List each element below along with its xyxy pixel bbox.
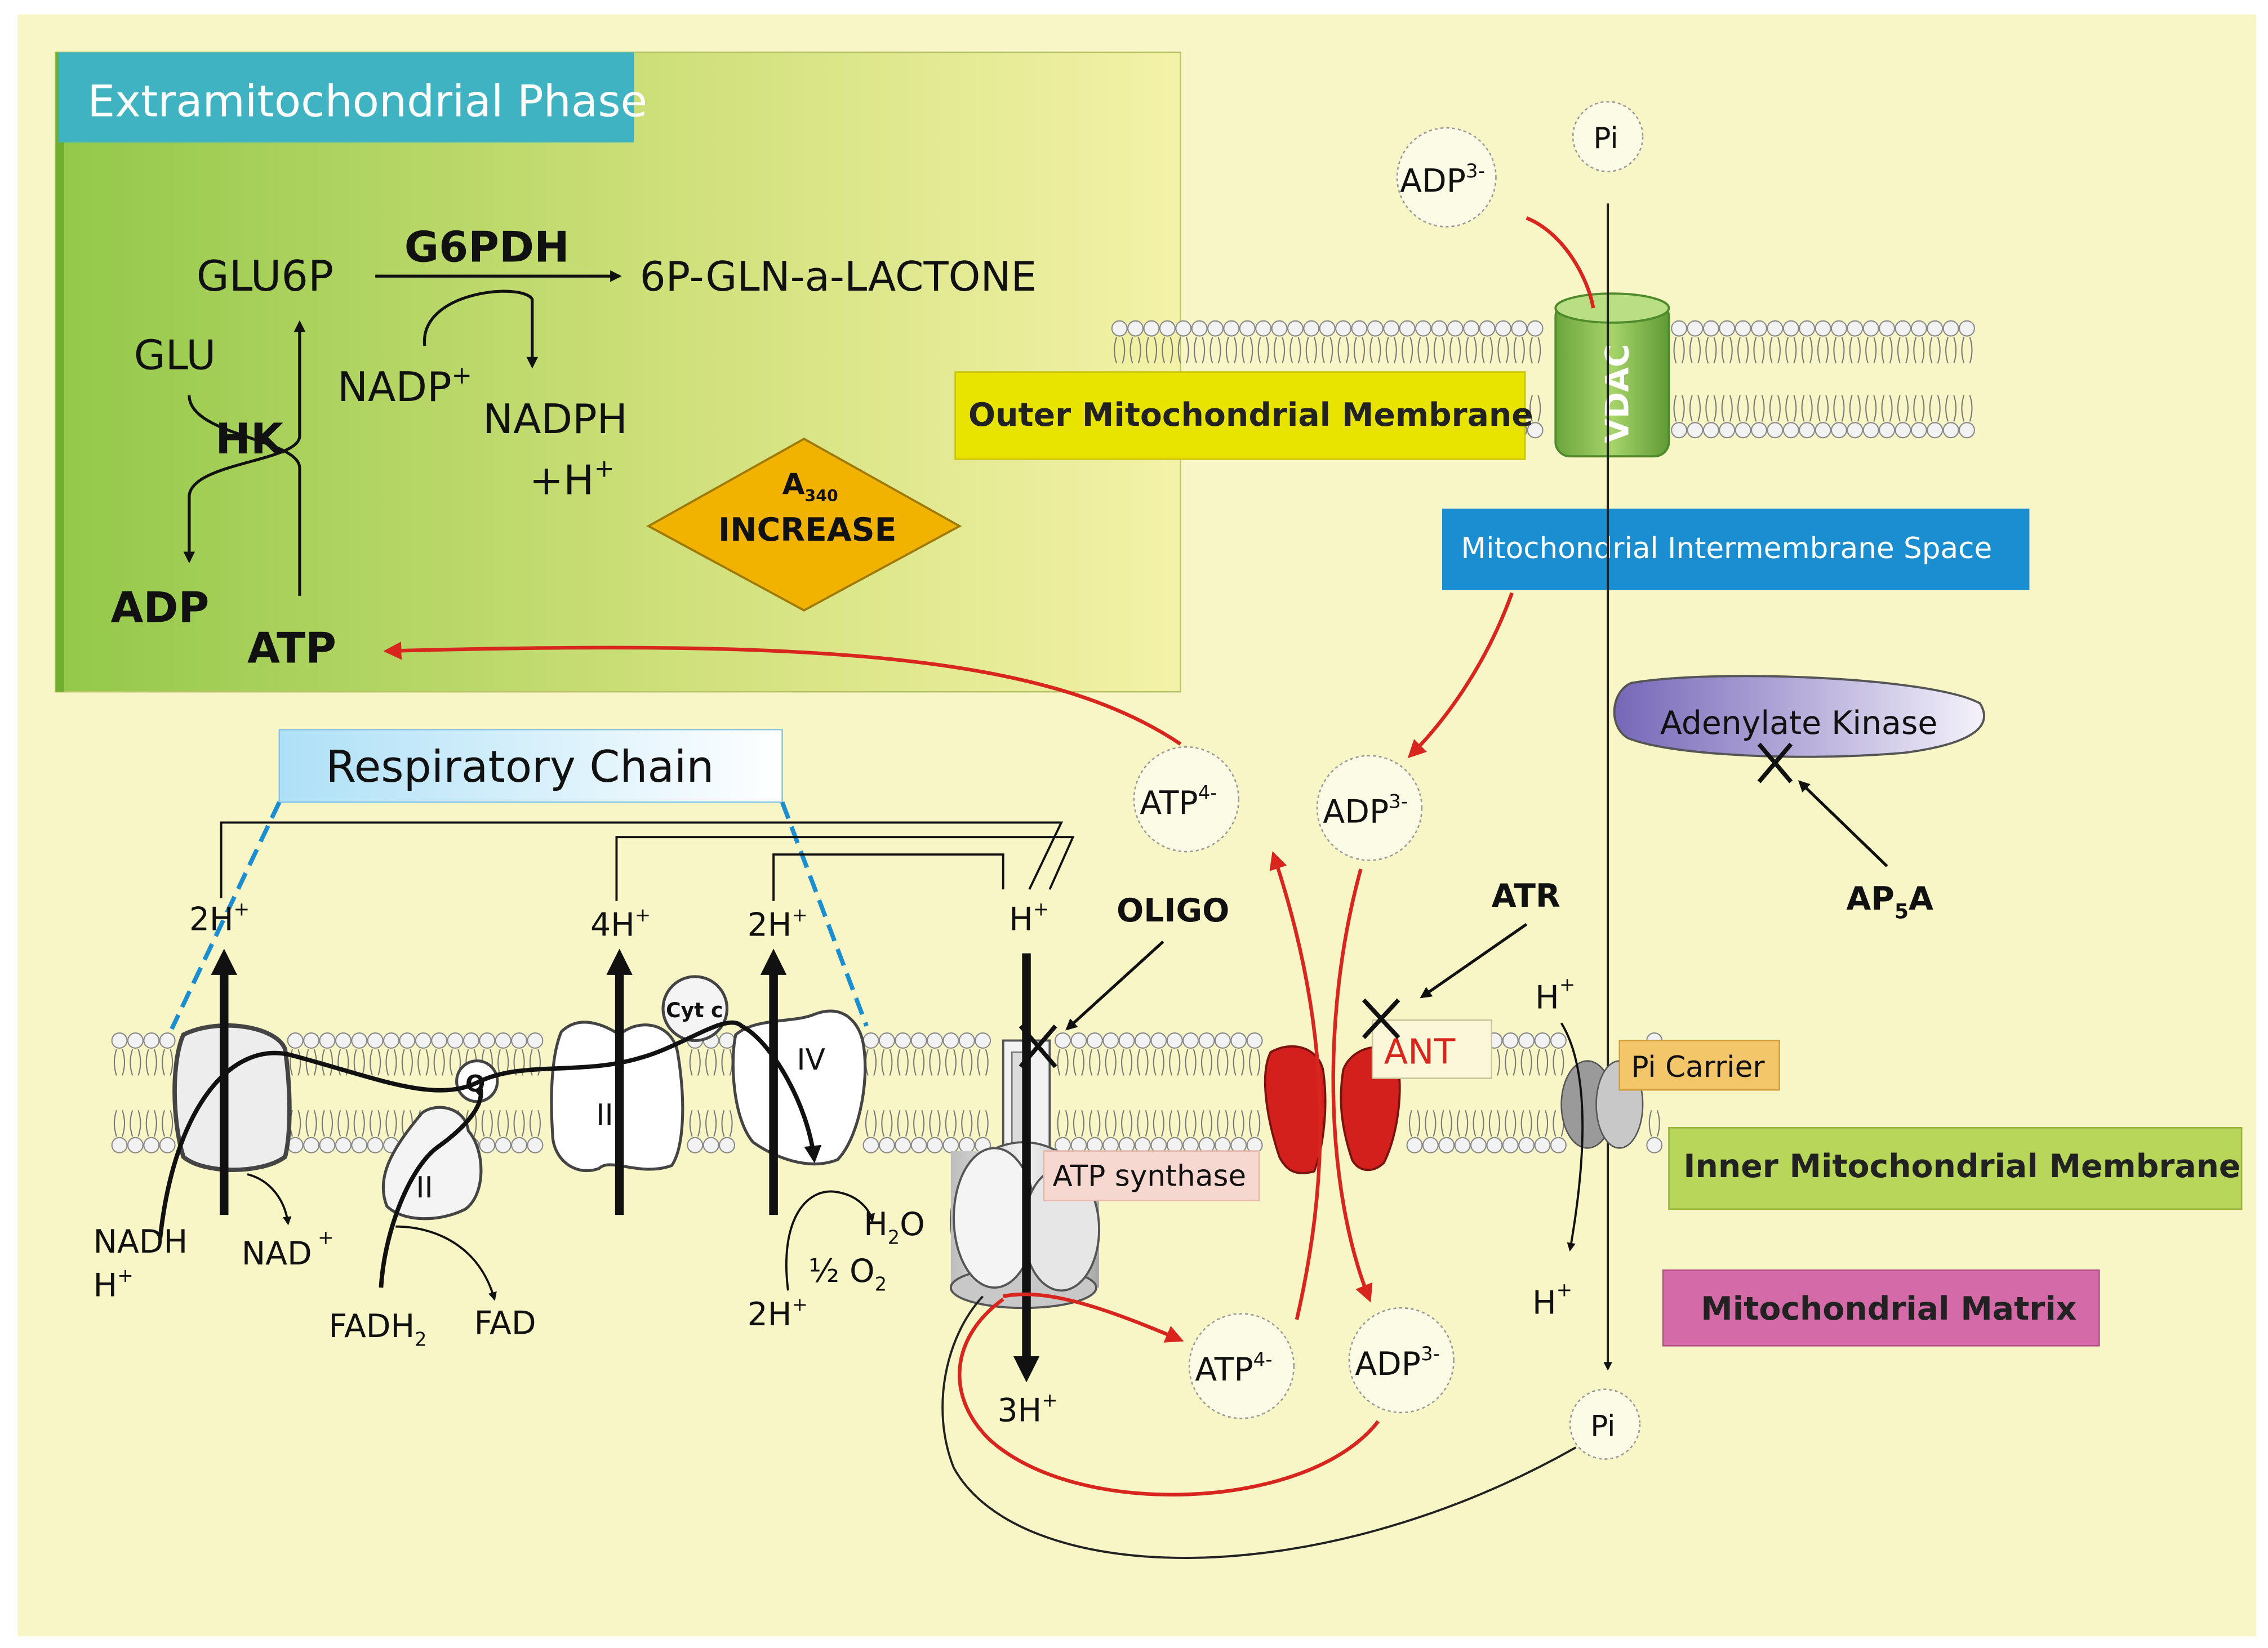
fadh2-label: FADH2 (329, 1308, 427, 1350)
adp-label: ADP (111, 583, 210, 632)
adp-import-arrow (1331, 868, 1373, 1303)
svg-text:ATP4-: ATP4- (1195, 1348, 1272, 1388)
svg-text:ADP3-: ADP3- (1323, 791, 1408, 831)
atp-label: ATP (247, 624, 336, 673)
svg-text:II: II (416, 1171, 433, 1205)
adp-ims-circle: ADP3- (1316, 755, 1423, 861)
increase-label: INCREASE (718, 511, 896, 549)
kinase-inhibition-x (1757, 742, 1793, 783)
pi-carrier-h-bottom: H+ (1532, 1279, 1572, 1322)
nad-label: NAD+ (242, 1227, 334, 1272)
cytochrome-c: Cyt c (661, 975, 729, 1043)
outer-membrane-label: Outer Mitochondrial Membrane (968, 397, 1533, 434)
h-plus-complex-i: 2H+ (189, 898, 250, 938)
oxygen-reaction-arc (785, 1190, 875, 1291)
a340-label: A340 (782, 467, 838, 505)
atp-matrix-circle: ATP4- (1188, 1313, 1295, 1419)
nadph-label: NADPH (483, 396, 628, 443)
pi-top-circle: Pi (1572, 101, 1644, 172)
nadp-label: NADP+ (337, 362, 472, 411)
svg-text:ADP3-: ADP3- (1400, 160, 1485, 200)
pi-carrier-label: Pi Carrier (1631, 1050, 1765, 1084)
adp-to-synthase-loop (958, 1298, 1380, 1496)
h-plus-complex-iv: 2H+ (748, 904, 808, 944)
half-o2-label: ½ O2 (808, 1253, 887, 1295)
atp-ims-circle: ATP4- (1133, 746, 1240, 853)
adp-top-circle: ADP3- (1396, 127, 1497, 228)
vdac-channel: VDAC (1554, 292, 1670, 458)
oligo-inhibition-x (1019, 1025, 1057, 1068)
atr-inhibition-x (1362, 998, 1400, 1039)
panel-title: Extramitochondrial Phase (87, 76, 647, 127)
oligo-label: OLIGO (1117, 892, 1229, 929)
vdac-to-adp-arrow (1407, 592, 1514, 759)
intermembrane-label-box (1442, 509, 2030, 590)
atr-label: ATR (1492, 878, 1560, 915)
pi-carrier-label-box (1618, 1040, 1780, 1091)
complex-i: I (172, 1023, 292, 1172)
vdac-label: VDAC (1599, 344, 1636, 443)
respiratory-chain-title: Respiratory Chain (326, 742, 714, 792)
glu-label: GLU (134, 332, 216, 379)
svg-text:Cyt c: Cyt c (666, 998, 723, 1022)
svg-text:ADP3-: ADP3- (1355, 1343, 1440, 1383)
svg-text:Pi: Pi (1590, 1409, 1615, 1443)
glu6p-label: GLU6P (197, 252, 333, 301)
fadh2-electron-path (379, 1086, 483, 1288)
ap5a-label: AP5A (1846, 880, 1933, 923)
svg-text:ATP4-: ATP4- (1140, 782, 1217, 822)
h-plus-complex-iii: 4H+ (590, 904, 651, 944)
ant-label: ANT (1384, 1032, 1456, 1072)
nadh-h-label: H+ (94, 1264, 134, 1304)
outer-membrane-label-box (954, 371, 1526, 460)
h-plus-matrix-iv: 2H+ (748, 1293, 808, 1333)
svg-text:Pi: Pi (1593, 122, 1618, 155)
atp-to-extramito-arrow (383, 642, 1182, 746)
nadp-cofactor-arc (423, 289, 539, 369)
pi-carrier-h-top: H+ (1535, 974, 1575, 1017)
ap5a-arrow (1798, 780, 1888, 867)
nad-arrow (247, 1173, 292, 1226)
fad-arrow (395, 1225, 497, 1301)
nadh-label: NADH (94, 1223, 188, 1261)
atr-arrow (1420, 923, 1528, 999)
adp-to-vdac-arrow (1526, 216, 1595, 309)
resp-bracket-right (780, 801, 869, 1027)
intermembrane-label: Mitochondrial Intermembrane Space (1461, 532, 1993, 565)
g6pdh-label: G6PDH (404, 222, 570, 271)
pi-carrier-h-path (1560, 1022, 1584, 1252)
oligo-arrow (1065, 941, 1164, 1031)
pi-to-synthase-loop (941, 1295, 1577, 1559)
atp-export-arrow (1269, 851, 1322, 1320)
synthase-to-atp-arrow (1003, 1292, 1184, 1343)
h-plus-label: +H+ (530, 455, 615, 504)
h2o-label: H2O (864, 1206, 925, 1248)
adenylate-kinase: Adenylate Kinase AP5A (1613, 675, 1985, 924)
atp-synthase-label-box (1043, 1150, 1260, 1201)
h3-matrix-label: 3H+ (997, 1389, 1057, 1429)
adp-matrix-circle: ADP3- (1348, 1307, 1455, 1414)
inner-membrane-label: Inner Mitochondrial Membrane (1683, 1148, 2240, 1185)
inner-membrane-label-box (1668, 1126, 2243, 1210)
panel-title-box (58, 52, 634, 142)
svg-text:IV: IV (797, 1043, 825, 1077)
matrix-label: Mitochondrial Matrix (1701, 1290, 2076, 1328)
electron-flow-path (158, 1020, 822, 1239)
hk-reaction-lines (188, 325, 301, 596)
atp-synthase-label: ATP synthase (1053, 1159, 1247, 1193)
matrix-label-box (1662, 1269, 2100, 1347)
respiratory-chain-box (278, 728, 783, 803)
a340-diamond (646, 438, 962, 612)
proton-collector-lines (220, 821, 1075, 901)
resp-bracket-left (170, 801, 282, 1030)
h-plus-synthase: H+ (1009, 898, 1049, 938)
adenylate-kinase-label: Adenylate Kinase (1660, 705, 1937, 742)
fad-label: FAD (474, 1305, 536, 1342)
pi-matrix-circle: Pi (1569, 1388, 1641, 1460)
lactone-label: 6P-GLN-a-LACTONE (640, 253, 1037, 301)
